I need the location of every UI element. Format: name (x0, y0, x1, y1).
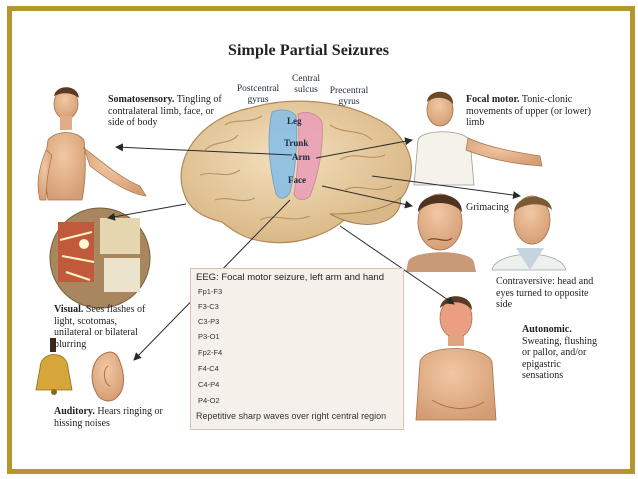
diagram-title: Simple Partial Seizures (228, 42, 390, 59)
arrows (107, 137, 521, 361)
grimacing-caption: Grimacing (466, 202, 509, 213)
autonomic-text: Sweating, flushing or pallor, and/or epi… (522, 335, 597, 382)
region-leg: Leg (287, 116, 302, 126)
eeg-lead-label: C3-P3 (198, 317, 220, 326)
auditory-heading: Auditory. (54, 406, 95, 417)
auditory-caption: Auditory. Hears ringing or hissing noise… (54, 406, 174, 429)
eeg-lead-label: F3-C3 (198, 302, 219, 311)
auditory-text: Hears ringing or hissing noises (54, 406, 163, 429)
focal-motor-text: Tonic-clonic movements of upper (or lowe… (466, 94, 591, 128)
somatosensory-figure (37, 87, 147, 201)
eeg-lead-label: C4-P4 (198, 380, 220, 389)
eeg-panel (190, 268, 404, 430)
eeg-footer: Repetitive sharp waves over right centra… (196, 411, 387, 421)
autonomic-caption: Autonomic. Sweating, flushing or pallor,… (522, 324, 604, 382)
visual-caption: Visual. Sees flashes of light, scotomas,… (54, 304, 154, 350)
eeg-lead-label: Fp2-F4 (198, 348, 223, 357)
eeg-lead-label: Fp1-F3 (198, 287, 223, 296)
visual-scene (49, 207, 151, 309)
grimacing-figure (406, 193, 476, 272)
contraversive-figure (491, 195, 567, 271)
focal-motor-heading: Focal motor. (466, 94, 520, 105)
somatosensory-caption: Somatosensory. Tingling of contralateral… (108, 94, 226, 129)
eeg-title: EEG: Focal motor seizure, left arm and h… (196, 272, 384, 283)
region-trunk: Trunk (284, 138, 309, 148)
autonomic-figure (415, 296, 497, 421)
auditory-scene (35, 338, 124, 402)
contraversive-caption: Contraversive: head and eyes turned to o… (496, 276, 594, 310)
visual-heading: Visual. (54, 304, 84, 315)
postcentral-gyrus-label: Postcentral gyrus (236, 84, 280, 105)
focal-motor-figure (413, 91, 543, 186)
precentral-gyrus-label: Precentral gyrus (329, 86, 369, 107)
eeg-lead-label: P3-O1 (198, 332, 220, 341)
focal-motor-caption: Focal motor. Tonic-clonic movements of u… (466, 94, 594, 129)
central-sulcus-label: Central sulcus (292, 74, 320, 95)
region-face: Face (288, 175, 306, 185)
somatosensory-text: Tingling of contralateral limb, face, or… (108, 94, 222, 128)
visual-text: Sees flashes of light, scotomas, unilate… (54, 304, 146, 350)
region-arm: Arm (292, 152, 310, 162)
somatosensory-heading: Somatosensory. (108, 94, 175, 105)
eeg-lead-label: F4-C4 (198, 364, 219, 373)
brain (180, 100, 412, 244)
autonomic-heading: Autonomic. (522, 324, 572, 335)
eeg-lead-label: P4-O2 (198, 396, 220, 405)
